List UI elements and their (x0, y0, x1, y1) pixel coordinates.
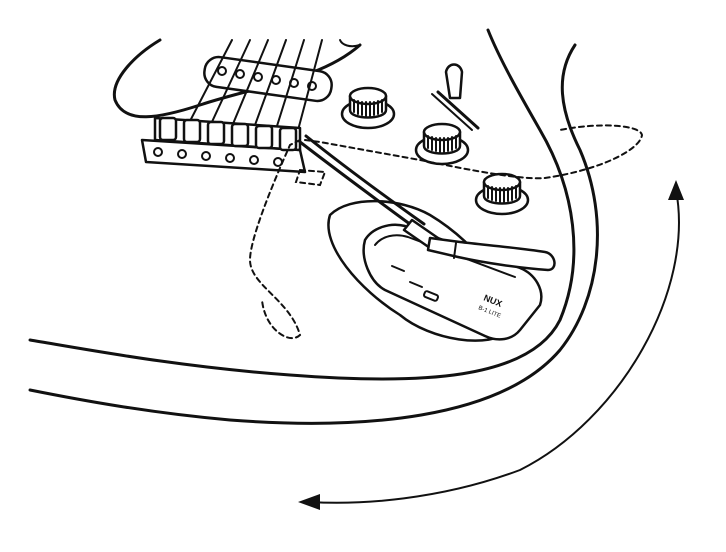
arrow-head-top-icon (668, 180, 684, 200)
rotation-arrow (298, 180, 684, 510)
power-switch (422, 290, 440, 302)
tone-knob (414, 122, 470, 166)
tone-knob-2 (474, 172, 530, 216)
antenna (426, 236, 556, 272)
cable-route-dashed (248, 124, 644, 340)
led-indicator (391, 265, 405, 272)
arrow-head-bottom-icon (298, 494, 320, 510)
bridge (140, 116, 307, 174)
pickup-selector-switch (431, 63, 480, 131)
pickup-pole-pieces (217, 66, 317, 91)
bridge-screws (153, 147, 283, 167)
pickup (203, 55, 333, 103)
wireless-transmitter: NUX B-1 LITE (362, 223, 543, 341)
volume-knob (340, 86, 396, 130)
bridge-saddles (158, 116, 298, 152)
